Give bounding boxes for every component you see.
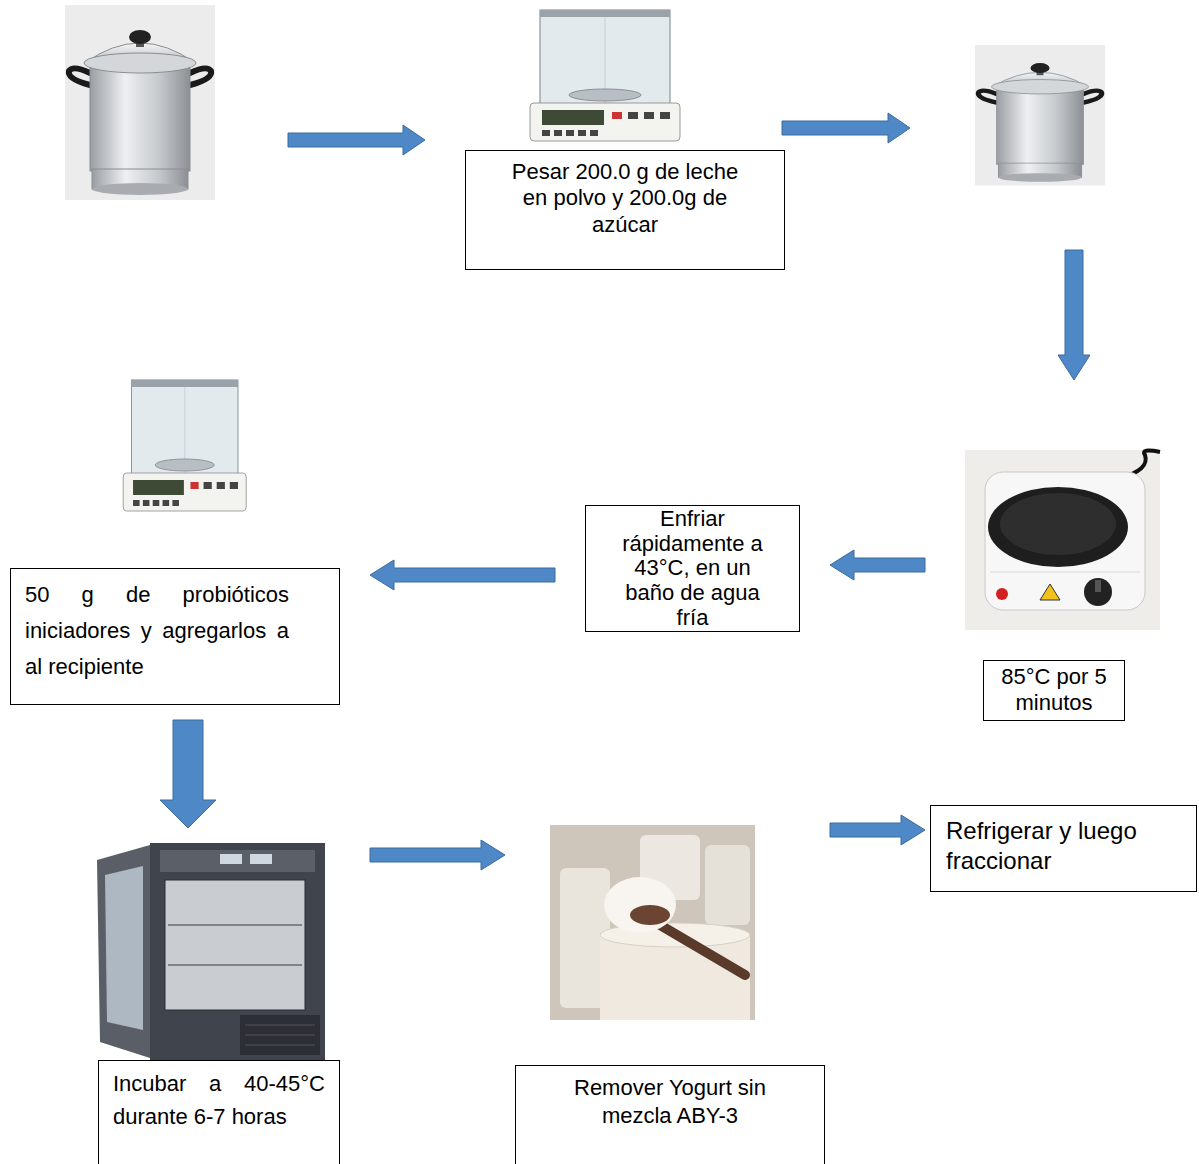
step-text: Refrigerar y luego fraccionar	[946, 816, 1181, 876]
step-text: Incubar a 40-45°C durante 6-7 horas	[113, 1067, 325, 1133]
process-step: Refrigerar y luego fraccionar	[930, 805, 1197, 892]
process-box: 50 g de probióticos iniciadores y agrega…	[10, 568, 340, 705]
process-step: 85°C por 5 minutos	[965, 450, 1160, 721]
process-box: Incubar a 40-45°C durante 6-7 horas	[98, 1060, 340, 1164]
step-text: Enfriar rápidamente a 43°C, en un baño d…	[614, 507, 771, 630]
process-box: 85°C por 5 minutos	[983, 660, 1125, 721]
process-step: Incubar a 40-45°C durante 6-7 horas	[95, 830, 340, 1164]
flow-arrow	[830, 550, 925, 580]
process-box: Enfriar rápidamente a 43°C, en un baño d…	[585, 505, 800, 632]
pot-image	[975, 45, 1105, 185]
process-step: Remover Yogurt sin mezcla ABY-3	[515, 825, 825, 1164]
balance-image	[123, 380, 246, 511]
process-box: Remover Yogurt sin mezcla ABY-3	[515, 1065, 825, 1164]
hot-plate-image	[965, 450, 1160, 630]
pot-image	[65, 5, 215, 200]
step-text: Pesar 200.0 g de leche en polvo y 200.0g…	[506, 159, 744, 238]
step-text: 50 g de probióticos iniciadores y agrega…	[25, 577, 289, 685]
process-step: Enfriar rápidamente a 43°C, en un baño d…	[585, 505, 800, 632]
flow-arrow	[370, 840, 505, 870]
process-step: Pesar 200.0 g de leche en polvo y 200.0g…	[465, 5, 785, 270]
process-box: Refrigerar y luego fraccionar	[930, 805, 1197, 892]
flow-arrow	[830, 815, 925, 845]
step-text: 85°C por 5 minutos	[989, 664, 1119, 717]
balance-image	[530, 10, 680, 141]
process-box: Pesar 200.0 g de leche en polvo y 200.0g…	[465, 150, 785, 270]
step-text: Remover Yogurt sin mezcla ABY-3	[566, 1074, 774, 1130]
flow-arrow	[288, 113, 1090, 380]
incubator-image	[97, 843, 325, 1060]
flow-arrow	[370, 560, 555, 590]
yogurt-photo	[550, 825, 755, 1020]
flow-arrow	[160, 720, 216, 828]
process-step: 50 g de probióticos iniciadores y agrega…	[10, 375, 340, 705]
